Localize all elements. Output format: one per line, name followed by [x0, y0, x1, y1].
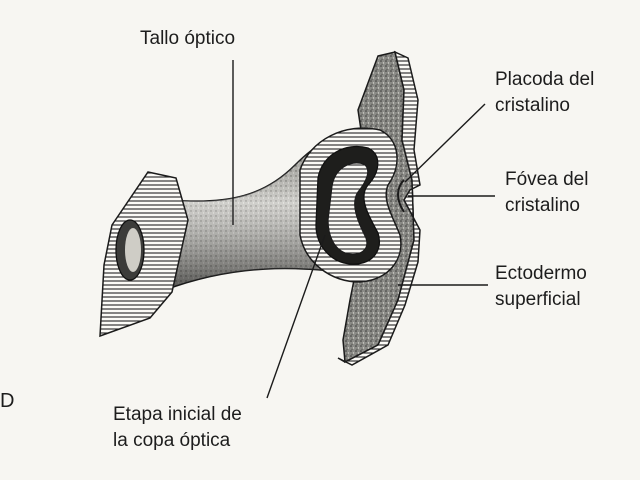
label-lens-placode: Placoda del cristalino — [495, 69, 595, 116]
leader-optic-cup — [266, 234, 326, 399]
label-surface-ectoderm: Ectodermo superficial — [495, 263, 587, 310]
panel-letter: D — [0, 390, 15, 412]
lens-pit — [397, 179, 405, 213]
label-lens-pit: Fóvea del cristalino — [505, 169, 589, 216]
optic-cup-inner-layer — [327, 162, 369, 255]
label-optic-stalk: Tallo óptico — [140, 28, 236, 49]
ectoderm-cut-edge — [337, 50, 421, 366]
label-optic-cup: Etapa inicial de la copa óptica — [113, 404, 242, 451]
leader-lens-placode — [404, 103, 486, 183]
